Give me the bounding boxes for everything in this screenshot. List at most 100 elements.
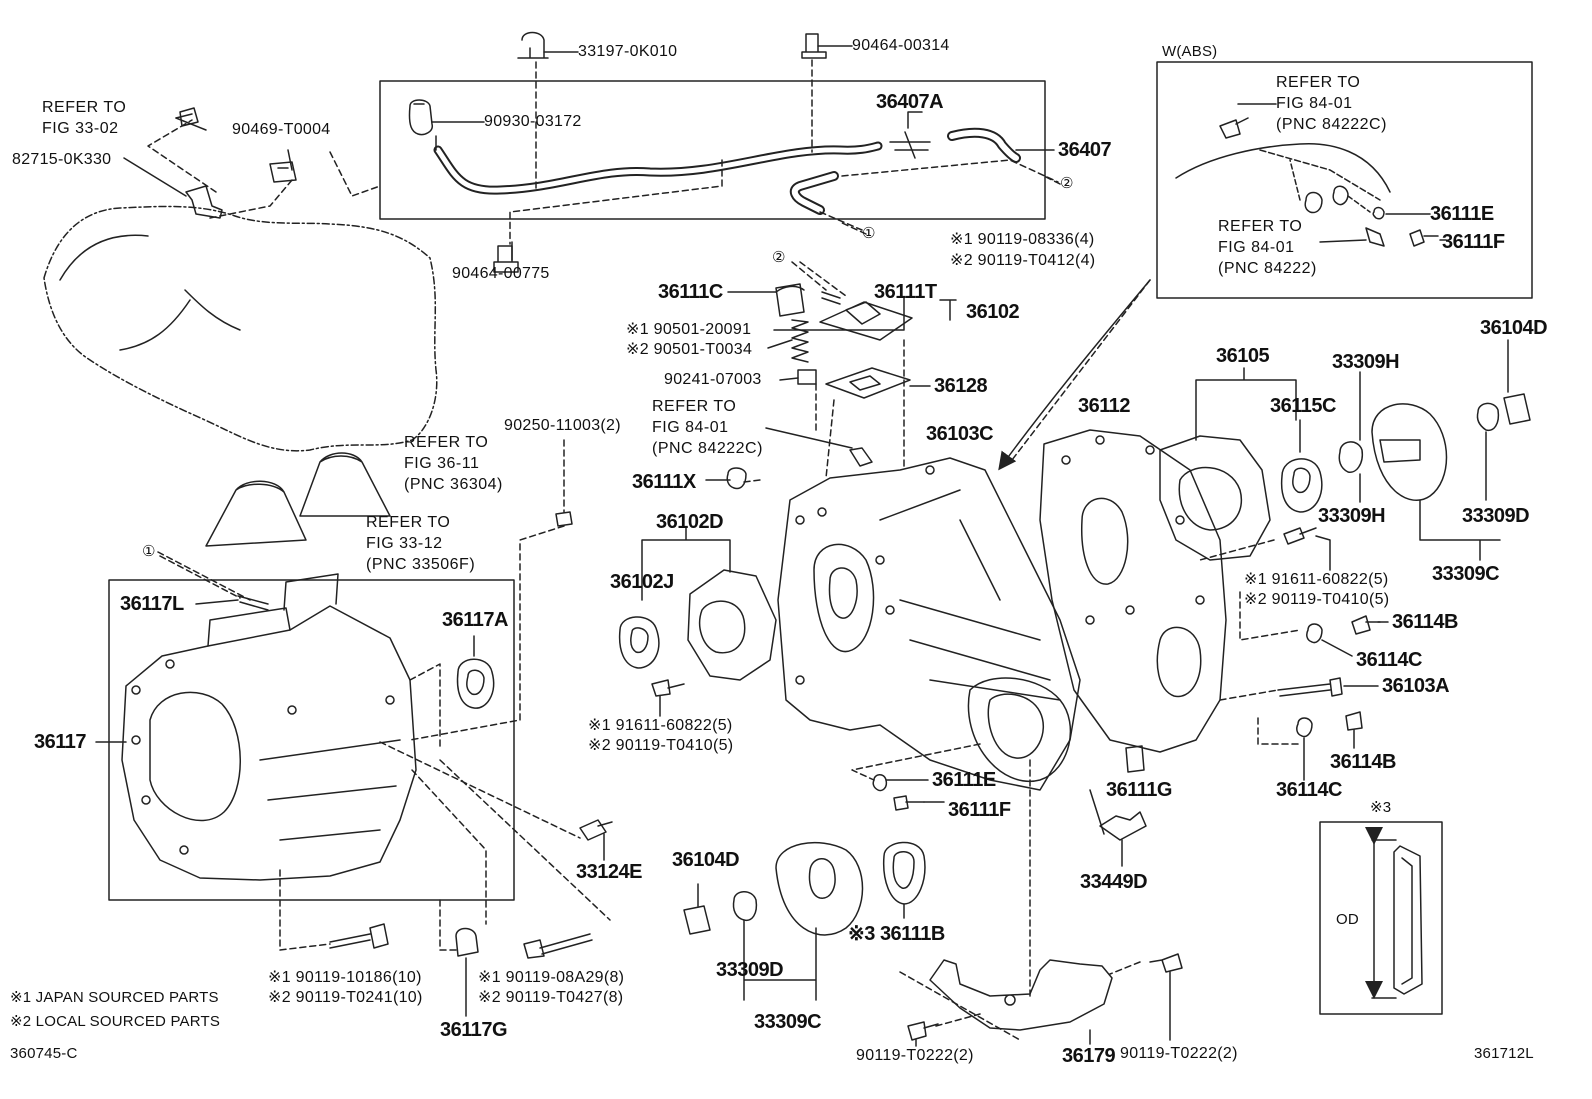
plug-36117g	[455, 927, 479, 957]
abs-body-outline	[1175, 142, 1391, 193]
circle-mark-1-top: ①	[862, 224, 876, 242]
gasket-36128	[825, 367, 911, 399]
washer-33309d-bottom	[732, 891, 758, 922]
label-90119-t0427: ※2 90119-T0427(8)	[478, 989, 624, 1006]
od-inset-box	[1319, 821, 1443, 1015]
bearing-36117a	[456, 658, 495, 709]
abs-body-dashed	[1259, 149, 1381, 201]
label-36105: 36105	[1216, 345, 1270, 367]
label-36111e-abs: 36111E	[1430, 203, 1494, 225]
label-36117: 36117	[34, 731, 87, 753]
vent-hose-elbow-inner	[791, 173, 837, 213]
label-refer-fig33-12: REFER TO FIG 33-12 (PNC 33506F)	[366, 514, 476, 573]
bolt-36103a	[1277, 677, 1343, 697]
seal-36102j	[618, 616, 660, 669]
abs-parts	[1304, 185, 1439, 247]
label-36103c: 36103C	[926, 423, 994, 445]
case-36117-ribs	[259, 739, 401, 841]
transfer-case-36103c	[777, 457, 1081, 791]
label-36111t: 36111T	[874, 281, 937, 303]
bolt-36114b-top	[1351, 615, 1381, 635]
label-90119-t0222-left: 90119-T0222(2)	[856, 1047, 974, 1064]
label-90469-t0004: 90469-T0004	[232, 121, 331, 138]
label-33124e: 33124E	[576, 861, 642, 883]
pin-36111t	[821, 291, 841, 305]
switch-84222c	[849, 447, 873, 467]
bolt-90119-t0222-right	[1149, 953, 1183, 973]
vent-hose-long-inner	[435, 143, 881, 193]
leaders-36111ef-dashed	[851, 743, 981, 781]
hose-joint-36407a	[889, 131, 931, 159]
abs-leaders	[1237, 103, 1447, 243]
label-36115c: 36115C	[1270, 395, 1336, 417]
washer-36114c-bot	[1296, 717, 1313, 738]
od-extension	[1371, 839, 1397, 999]
label-36102d: 36102D	[656, 511, 724, 533]
leaders-bottom-center	[697, 883, 905, 1001]
nut-36104d-right	[1503, 393, 1531, 425]
bolt-90119-10186	[329, 923, 389, 949]
label-36112: 36112	[1078, 395, 1131, 417]
label-36114c-top: 36114C	[1356, 649, 1422, 671]
label-82715-0k330: 82715-0K330	[12, 151, 112, 168]
label-refer-fig36-11: REFER TO FIG 36-11 (PNC 36304)	[404, 434, 503, 493]
leaders-right-mid	[1303, 535, 1389, 781]
clamp-90464-top	[801, 33, 827, 59]
case-36117-bore	[149, 691, 241, 822]
leaders-36179-dashed	[899, 759, 1141, 1041]
case-36117-towers	[207, 573, 339, 647]
leaders-flange-right	[1359, 339, 1509, 561]
leaders-center-dashed	[743, 261, 905, 483]
bolt-91611-right	[1283, 527, 1317, 545]
leaders-bottom-left-dashed	[279, 869, 457, 951]
label-36104d-bottom: 36104D	[672, 849, 740, 871]
label-90119-t0410-left: ※2 90119-T0410(5)	[588, 737, 734, 754]
diagram-code-right: 361712L	[1474, 1045, 1534, 1062]
housing-inner-arc	[59, 234, 241, 351]
label-33309h-top: 33309H	[1332, 351, 1400, 373]
leaders-33449d	[1089, 789, 1123, 867]
label-36114c-bottom: 36114C	[1276, 779, 1342, 801]
label-36111f-abs: 36111F	[1442, 231, 1505, 253]
sleeve-36111g	[1125, 745, 1145, 773]
abs-inset-title: W(ABS)	[1162, 43, 1218, 60]
abs-refer-fig84-01: REFER TO FIG 84-01 (PNC 84222)	[1218, 218, 1317, 277]
label-90250-11003: 90250-11003(2)	[504, 417, 621, 434]
bolt-36114b-bot	[1345, 711, 1363, 731]
leaders-center	[705, 291, 957, 481]
leaders-36105	[1195, 367, 1301, 453]
case-group-box	[108, 579, 515, 901]
circle-leaders	[159, 175, 1061, 599]
label-33309c-right: 33309C	[1432, 563, 1500, 585]
abs-refer-fig84-01-c: REFER TO FIG 84-01 (PNC 84222C)	[1276, 74, 1387, 133]
flange-33309c-right	[1371, 403, 1448, 501]
dowel-90250	[555, 511, 573, 527]
leaders-bottom-left	[465, 833, 605, 1017]
label-36111x: 36111X	[632, 471, 696, 493]
label-36111c: 36111C	[658, 281, 723, 303]
case-rear-boss	[967, 677, 1072, 783]
bolt-fig33-02	[175, 107, 199, 127]
pin-36117l	[237, 595, 269, 611]
label-33197-0k010: 33197-0K010	[578, 43, 678, 60]
leaders-36102d	[641, 527, 731, 717]
big-arrow	[998, 279, 1151, 471]
legend-japan-sourced: ※1 JAPAN SOURCED PARTS	[10, 989, 219, 1006]
legend-local-sourced: ※2 LOCAL SOURCED PARTS	[10, 1013, 221, 1030]
cover-bores	[1081, 497, 1202, 698]
label-33309h-bottom: 33309H	[1318, 505, 1386, 527]
label-90119-08a29: ※1 90119-08A29(8)	[478, 969, 625, 986]
label-33309d-bottom: 33309D	[716, 959, 784, 981]
clamp-90464-bottom	[493, 245, 519, 273]
cover-holes	[1061, 435, 1205, 625]
leaders-case36117-dashed	[157, 551, 611, 925]
seal-36115c	[1280, 458, 1323, 513]
label-36103a: 36103A	[1382, 675, 1450, 697]
case-bore	[813, 543, 875, 653]
plug-36111x	[726, 467, 747, 490]
label-90464-00775: 90464-00775	[452, 265, 550, 282]
label-36179: 36179	[1062, 1045, 1116, 1067]
rear-housing-36105	[1159, 435, 1271, 561]
